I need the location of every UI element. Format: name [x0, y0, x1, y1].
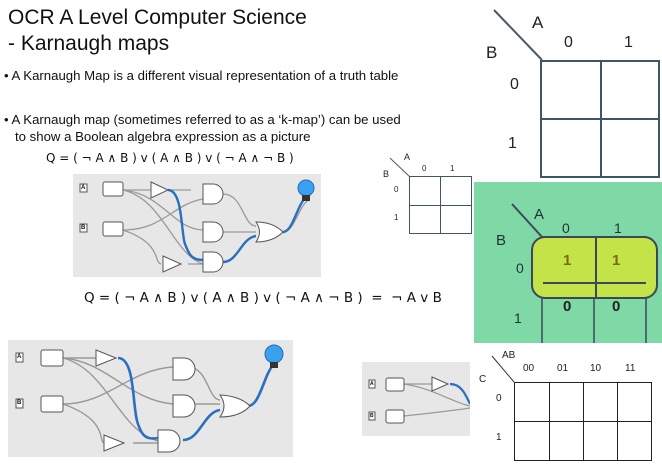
circuit-1-diagram — [79, 179, 315, 273]
circuit-2-diagram — [15, 344, 284, 453]
logic-circuit-3: A B — [362, 362, 470, 436]
kmap-3var-col-00: 00 — [523, 363, 535, 374]
kmap-3var-hline — [515, 421, 651, 422]
bullet-truth-table: • A Karnaugh Map is a different visual r… — [4, 68, 399, 83]
kmap-large-hline — [542, 118, 658, 120]
kmap-green-cell-00: 1 — [563, 252, 572, 269]
kmap-green-row-0: 0 — [516, 260, 524, 276]
kmap-green-group-baseline — [543, 282, 646, 284]
circuit-3-input-b: B — [370, 413, 374, 419]
kmap-3var-col-10: 10 — [590, 363, 602, 374]
kmap-3var-row-1: 1 — [496, 432, 502, 443]
circuit-1-input-b: B — [81, 225, 86, 231]
kmap-large: A B 0 1 0 1 — [480, 0, 662, 180]
circuit-2-input-b: B — [17, 400, 22, 406]
kmap-large-var-a: A — [532, 13, 544, 32]
kmap-3var-grid — [514, 382, 652, 461]
circuit-3-diagram — [368, 376, 470, 424]
kmap-3var: AB C 00 01 10 11 0 1 — [470, 346, 662, 467]
bullet-kmap-definition: • A Karnaugh map (sometimes referred to … — [4, 111, 474, 145]
bullet-kmap-line2: to show a Boolean algebra expression as … — [15, 129, 311, 144]
kmap-green-cell-10: 0 — [563, 298, 572, 315]
kmap-green-col-1: 1 — [614, 220, 622, 236]
kmap-green-cell-11: 0 — [612, 298, 621, 315]
simplified-expression: Q = ( ¬ A ∧ B ) v ( A ∧ B ) v ( ¬ A ∧ ¬ … — [84, 290, 442, 306]
slide-title-line1: OCR A Level Computer Science — [8, 6, 307, 29]
kmap-3var-diagonal — [491, 355, 515, 383]
circuit-3-input-a: A — [370, 381, 374, 387]
kmap-small-row-1: 1 — [394, 213, 399, 222]
slide-title: OCR A Level Computer Science - Karnaugh … — [8, 5, 307, 57]
kmap-3var-row-0: 0 — [496, 393, 502, 404]
kmap-green-var-a: A — [534, 206, 545, 223]
kmap-green-col-0: 0 — [562, 220, 570, 236]
circuit-1-input-a: A — [81, 185, 86, 191]
kmap-3var-col-01: 01 — [557, 363, 569, 374]
kmap-large-row-0: 0 — [510, 76, 519, 93]
boolean-expression: Q = ( ¬ A ∧ B ) v ( A ∧ B ) v ( ¬ A ∧ ¬ … — [46, 151, 294, 165]
kmap-small: A B 0 1 0 1 — [380, 152, 475, 238]
kmap-large-col-0: 0 — [564, 34, 573, 51]
kmap-large-grid — [540, 60, 660, 178]
kmap-3var-var-c: C — [479, 374, 487, 385]
kmap-green-group — [531, 236, 658, 299]
kmap-green-cell-01: 1 — [612, 252, 621, 269]
logic-circuit-1: A B — [73, 174, 321, 277]
kmap-green-group-divider — [595, 238, 597, 297]
kmap-large-diagonal — [493, 9, 543, 61]
kmap-small-grid — [409, 176, 472, 234]
kmap-green: A B 0 1 0 1 1 1 0 0 — [474, 182, 662, 343]
bullet-kmap-line1: • A Karnaugh map (sometimes referred to … — [4, 112, 401, 127]
slide-title-line2: - Karnaugh maps — [8, 32, 170, 55]
kmap-3var-var-ab: AB — [502, 350, 516, 361]
kmap-green-var-b: B — [496, 232, 507, 249]
circuit-2-input-a: A — [17, 354, 22, 360]
logic-circuit-2: A B — [8, 340, 293, 457]
kmap-3var-col-11: 11 — [625, 363, 636, 374]
kmap-small-col-1: 1 — [450, 164, 455, 173]
kmap-green-row-1: 1 — [514, 310, 522, 326]
kmap-large-row-1: 1 — [508, 135, 517, 152]
kmap-small-var-a: A — [404, 152, 411, 162]
kmap-small-row-0: 0 — [394, 185, 399, 194]
kmap-small-col-0: 0 — [422, 164, 427, 173]
kmap-small-diagonal — [389, 157, 411, 178]
kmap-large-col-1: 1 — [624, 34, 633, 51]
kmap-small-hline — [410, 205, 471, 206]
kmap-small-var-b: B — [383, 169, 390, 179]
kmap-large-var-b: B — [486, 43, 498, 62]
